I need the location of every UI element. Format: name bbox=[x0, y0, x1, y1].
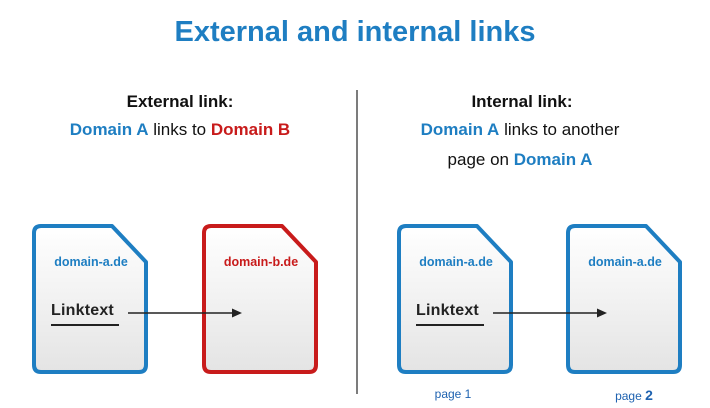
internal-description: Domain A links to another page on Domain… bbox=[360, 115, 680, 175]
external-heading: External link: bbox=[126, 92, 234, 111]
page-number: 2 bbox=[645, 387, 653, 403]
page-1-label: page 1 bbox=[394, 387, 512, 401]
internal-link-arrow bbox=[493, 308, 607, 318]
domain-label: domain-b.de bbox=[223, 255, 299, 269]
document-icon bbox=[32, 224, 148, 374]
domain-a-label: Domain A bbox=[69, 120, 149, 139]
page-prefix: page bbox=[434, 387, 465, 401]
domain-label: domain-a.de bbox=[54, 255, 128, 269]
domain-a-label-2: Domain A bbox=[513, 150, 593, 169]
page-number: 1 bbox=[464, 387, 472, 401]
document-page-1: domain-a.de Linktext bbox=[397, 224, 515, 376]
page-prefix: page bbox=[615, 389, 646, 403]
link-underline bbox=[416, 324, 484, 326]
document-domain-b: domain-b.de bbox=[202, 224, 320, 376]
page-2-label: page 2 bbox=[575, 387, 693, 403]
domain-label: domain-a.de bbox=[588, 255, 662, 269]
link-text: Linktext bbox=[51, 302, 114, 319]
link-underline bbox=[51, 324, 119, 326]
page-on-text: page on bbox=[447, 150, 514, 169]
domain-b-label: Domain B bbox=[210, 120, 291, 139]
external-link-arrow bbox=[128, 308, 242, 318]
link-text: Linktext bbox=[416, 302, 479, 319]
page-title: External and internal links bbox=[174, 16, 536, 48]
links-to-text: links to bbox=[148, 120, 211, 139]
section-divider bbox=[356, 90, 358, 394]
document-page-2: domain-a.de bbox=[566, 224, 684, 376]
links-to-text: links to another bbox=[499, 120, 620, 139]
document-icon bbox=[566, 224, 682, 374]
document-icon bbox=[397, 224, 513, 374]
internal-heading: Internal link: bbox=[471, 92, 573, 111]
domain-label: domain-a.de bbox=[419, 255, 493, 269]
external-description: Domain A links to Domain B bbox=[20, 115, 340, 145]
document-icon bbox=[202, 224, 318, 374]
domain-a-label: Domain A bbox=[420, 120, 500, 139]
document-domain-a-external: domain-a.de Linktext bbox=[32, 224, 150, 376]
